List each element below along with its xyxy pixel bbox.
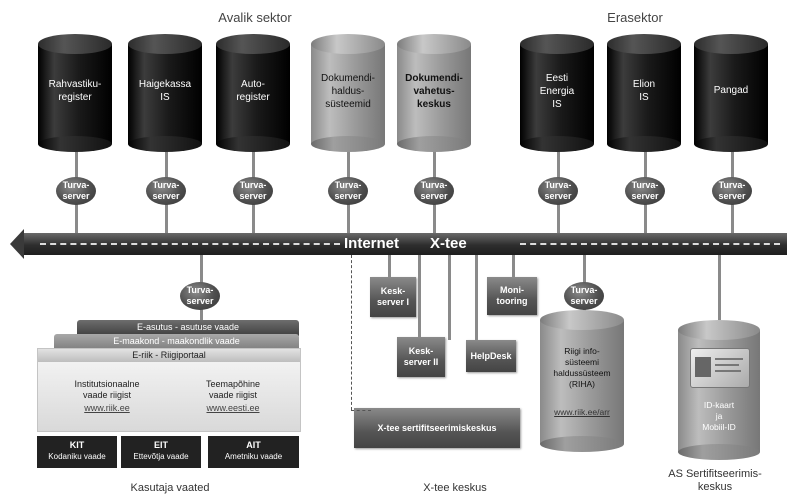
layer-e-riik: E-riik - Riigiportaal xyxy=(38,349,300,362)
security-server: Turva- server xyxy=(414,177,454,205)
xtee-certification-center: X-tee sertifitseerimiskeskus xyxy=(354,408,520,448)
security-server: Turva- server xyxy=(180,282,220,310)
public-sector-heading: Avalik sektor xyxy=(218,10,292,25)
internet-xtee-bus: Internet X-tee xyxy=(10,229,793,259)
xtee-label: X-tee xyxy=(430,235,467,252)
layer-e-maakond: E-maakond - maakondlik vaade xyxy=(54,334,299,350)
database-idcard: ID-kaart ja Mobiil-ID xyxy=(678,320,760,460)
dashed-connector xyxy=(351,410,371,411)
riik-link[interactable]: www.riik.ee xyxy=(84,403,130,413)
database-label: Haigekassa IS xyxy=(138,79,192,103)
security-server: Turva- server xyxy=(56,177,96,205)
riigiportaal-panel: E-riik - Riigiportaal Institutsionaalne … xyxy=(37,348,301,432)
security-server: Turva- server xyxy=(564,282,604,310)
monitooring: Moni- tooring xyxy=(487,277,537,315)
database-label: Dokumendi- haldus- süsteemid xyxy=(321,73,375,110)
user-views-caption: Kasutaja vaated xyxy=(130,482,210,494)
arrow-left-icon xyxy=(10,229,24,259)
connector-line xyxy=(718,255,721,320)
ait-button[interactable]: AIT Ametniku vaade xyxy=(208,436,299,468)
database-pangad: Pangad xyxy=(694,34,768,152)
keskserver-1: Kesk- server I xyxy=(370,277,416,317)
database-riha: Riigi info- süsteemi haldussüsteem (RIHA… xyxy=(540,310,624,452)
connector-line xyxy=(512,255,515,277)
ait-subtitle: Ametniku vaade xyxy=(224,452,283,461)
database-label: Elion IS xyxy=(632,79,656,103)
idcard-label: ID-kaart ja Mobiil-ID xyxy=(702,400,736,432)
security-server: Turva- server xyxy=(146,177,186,205)
private-sector-heading: Erasektor xyxy=(607,10,663,25)
database-dvk: Dokumendi- vahetus- keskus xyxy=(397,34,471,152)
kit-button[interactable]: KIT Kodaniku vaade xyxy=(37,436,117,468)
database-autoregister: Auto- register xyxy=(216,34,290,152)
thematic-view-title: Teemapõhine vaade riigist xyxy=(205,379,261,400)
layer-e-asutus: E-asutus - asutuse vaade xyxy=(77,320,299,336)
ait-title: AIT xyxy=(246,440,261,450)
security-server: Turva- server xyxy=(233,177,273,205)
xtee-center-caption: X-tee keskus xyxy=(423,482,487,494)
database-haigekassa: Haigekassa IS xyxy=(128,34,202,152)
id-card-icon xyxy=(690,348,750,388)
eesti-link[interactable]: www.eesti.ee xyxy=(206,403,260,413)
as-sert-caption: AS Sertifitseerimis- keskus xyxy=(668,468,762,493)
database-elion: Elion IS xyxy=(607,34,681,152)
security-server: Turva- server xyxy=(712,177,752,205)
eit-button[interactable]: EIT Ettevõtja vaade xyxy=(121,436,201,468)
database-rahvastikuregister: Rahvastiku- register xyxy=(38,34,112,152)
security-server: Turva- server xyxy=(538,177,578,205)
security-server: Turva- server xyxy=(625,177,665,205)
helpdesk: HelpDesk xyxy=(466,340,516,372)
connector-line xyxy=(388,255,391,277)
database-eesti-energia: Eesti Energia IS xyxy=(520,34,594,152)
keskserver-2: Kesk- server II xyxy=(397,337,445,377)
kit-title: KIT xyxy=(69,440,85,450)
institutional-view-title: Institutsionaalne vaade riigist xyxy=(74,379,140,400)
internet-label: Internet xyxy=(344,235,400,252)
riha-link[interactable]: www.riik.ee/arr xyxy=(554,407,610,417)
eit-title: EIT xyxy=(153,440,168,450)
riha-label: Riigi info- süsteemi haldussüsteem (RIHA… xyxy=(553,346,611,389)
connector-line xyxy=(418,255,421,340)
database-label: Pangad xyxy=(713,85,749,96)
database-label: Rahvastiku- register xyxy=(48,79,102,103)
security-server: Turva- server xyxy=(328,177,368,205)
database-label: Dokumendi- vahetus- keskus xyxy=(405,73,463,110)
database-label: Eesti Energia IS xyxy=(539,73,575,110)
kit-subtitle: Kodaniku vaade xyxy=(48,452,106,461)
connector-line xyxy=(475,255,478,340)
dashed-connector xyxy=(351,255,352,410)
database-label: Auto- register xyxy=(236,79,270,103)
database-dokumendihaldus: Dokumendi- haldus- süsteemid xyxy=(311,34,385,152)
eit-subtitle: Ettevõtja vaade xyxy=(133,452,189,461)
connector-line xyxy=(448,255,451,340)
